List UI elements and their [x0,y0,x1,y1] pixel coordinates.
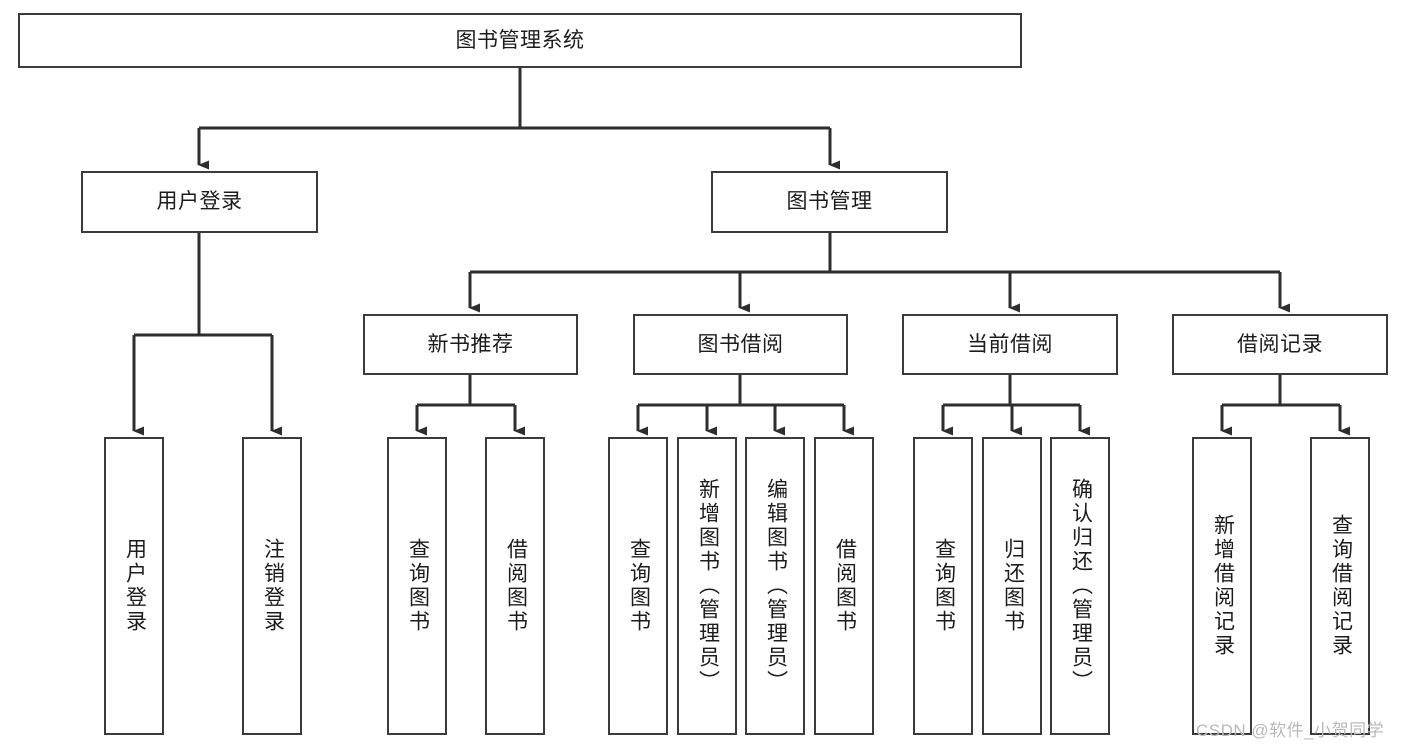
node-leaf-return-book-label: 归还图书 [1001,538,1025,634]
node-leaf-return-book[interactable]: 归还图书 [982,437,1042,735]
node-leaf-borrow-book-1-label: 借阅图书 [504,538,528,634]
node-leaf-logout-login[interactable]: 注销登录 [242,437,302,735]
node-leaf-query-book-2-label: 查询图书 [627,538,651,634]
node-root[interactable]: 图书管理系统 [18,13,1022,68]
node-leaf-user-login[interactable]: 用户登录 [104,437,164,735]
node-leaf-add-borrow-record[interactable]: 新增借阅记录 [1192,437,1252,735]
node-user-login[interactable]: 用户登录 [81,171,318,233]
node-leaf-query-book-1-label: 查询图书 [406,538,430,634]
node-leaf-query-borrow-record-label: 查询借阅记录 [1329,514,1353,658]
node-borrow-record[interactable]: 借阅记录 [1172,314,1388,375]
node-new-book-recommend-label: 新书推荐 [427,332,514,356]
node-leaf-logout-login-label: 注销登录 [261,538,285,634]
node-leaf-query-book-3[interactable]: 查询图书 [913,437,973,735]
node-leaf-borrow-book-2-label: 借阅图书 [833,538,857,634]
node-book-management-label: 图书管理 [786,190,873,214]
node-leaf-borrow-book-2[interactable]: 借阅图书 [814,437,874,735]
node-book-borrow-label: 图书借阅 [697,332,784,356]
node-leaf-user-login-label: 用户登录 [123,538,147,634]
node-leaf-query-book-1[interactable]: 查询图书 [387,437,447,735]
node-leaf-confirm-return-label: 确认归还（管理员） [1069,478,1093,694]
node-borrow-record-label: 借阅记录 [1237,332,1323,356]
node-leaf-add-book[interactable]: 新增图书（管理员） [677,437,737,735]
node-user-login-label: 用户登录 [156,190,243,214]
node-book-management[interactable]: 图书管理 [711,171,948,233]
node-current-borrow-label: 当前借阅 [967,332,1053,356]
node-new-book-recommend[interactable]: 新书推荐 [363,314,578,375]
node-leaf-query-borrow-record[interactable]: 查询借阅记录 [1310,437,1370,735]
node-leaf-edit-book-label: 编辑图书（管理员） [764,478,788,694]
node-leaf-borrow-book-1[interactable]: 借阅图书 [485,437,545,735]
node-leaf-add-book-label: 新增图书（管理员） [696,478,720,694]
csdn-watermark: CSDN @软件_小贺同学 [1196,721,1385,740]
node-book-borrow[interactable]: 图书借阅 [633,314,848,375]
node-leaf-confirm-return[interactable]: 确认归还（管理员） [1050,437,1110,735]
node-leaf-add-borrow-record-label: 新增借阅记录 [1211,514,1235,658]
node-root-label: 图书管理系统 [455,28,585,52]
node-leaf-query-book-2[interactable]: 查询图书 [608,437,668,735]
node-current-borrow[interactable]: 当前借阅 [902,314,1118,375]
node-leaf-edit-book[interactable]: 编辑图书（管理员） [745,437,805,735]
node-leaf-query-book-3-label: 查询图书 [932,538,956,634]
